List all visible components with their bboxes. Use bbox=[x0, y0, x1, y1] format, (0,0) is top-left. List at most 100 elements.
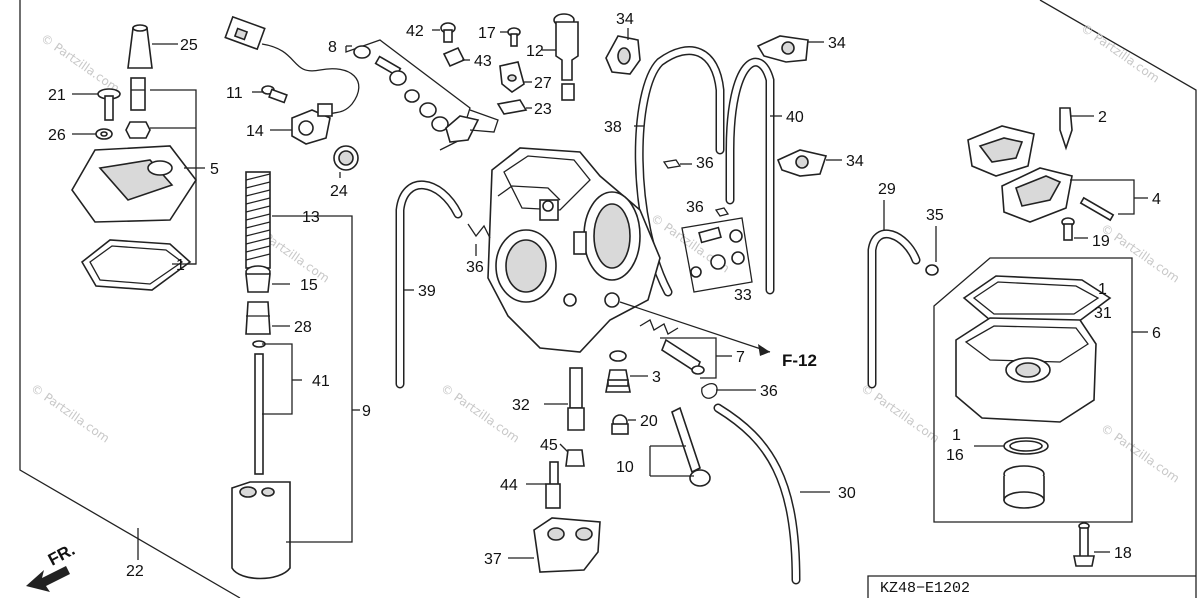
bracket-4 bbox=[1070, 179, 1148, 215]
part-sensor-wire bbox=[261, 43, 360, 121]
fr-label: FR. bbox=[45, 540, 78, 570]
part-clip-34-top-right bbox=[756, 35, 809, 63]
part-valve-3 bbox=[605, 369, 631, 393]
callout-16: 16 bbox=[946, 447, 964, 464]
part-top-cover-5 bbox=[71, 145, 197, 223]
part-screw-18 bbox=[1073, 522, 1110, 567]
watermark: © Partzilla.com bbox=[438, 381, 522, 446]
callout-33: 33 bbox=[734, 287, 752, 304]
part-sensor-14 bbox=[291, 103, 333, 145]
callout-22: 22 bbox=[126, 563, 144, 580]
leader-lines-34 bbox=[627, 28, 842, 161]
part-plug bbox=[1003, 465, 1045, 509]
callout-4: 4 bbox=[1152, 191, 1161, 208]
part-float-37 bbox=[508, 517, 601, 573]
diagram-frame bbox=[19, 0, 1197, 598]
diagram-code: KZ48−E1202 bbox=[880, 580, 970, 597]
callout-labels: 25 21 26 5 1 11 14 24 8 42 43 17 12 27 2… bbox=[48, 11, 1161, 580]
callout-19: 19 bbox=[1092, 233, 1110, 250]
callout-36: 36 bbox=[696, 155, 714, 172]
part-clip-36-lower bbox=[701, 383, 756, 399]
callout-32: 32 bbox=[512, 397, 530, 414]
part-valve-2 bbox=[1059, 107, 1094, 151]
part-carburetor-body bbox=[487, 147, 661, 353]
callout-45: 45 bbox=[540, 437, 558, 454]
bracket-10 bbox=[649, 445, 694, 477]
ref-label-f12: F-12 bbox=[782, 351, 817, 370]
part-jet-32 bbox=[544, 367, 585, 431]
watermark: © Partzilla.com bbox=[1098, 221, 1182, 286]
part-connector bbox=[224, 15, 266, 51]
bracket-6-box bbox=[933, 257, 1148, 523]
callout-34: 34 bbox=[828, 35, 846, 52]
part-gasket-1 bbox=[80, 239, 192, 291]
part-screw-17 bbox=[507, 27, 521, 47]
part-screw-42 bbox=[440, 22, 456, 43]
callout-38: 38 bbox=[604, 119, 622, 136]
callout-39: 39 bbox=[418, 283, 436, 300]
callout-18: 18 bbox=[1114, 545, 1132, 562]
part-float-4-bottom bbox=[1001, 167, 1073, 223]
part-spring-7 bbox=[639, 319, 705, 375]
callout-12: 12 bbox=[526, 43, 544, 60]
part-jet-36-right bbox=[662, 159, 730, 217]
part-linkage-kit-8 bbox=[353, 45, 499, 143]
part-clip-35 bbox=[925, 226, 939, 276]
part-screw-20 bbox=[611, 414, 636, 435]
part-holder-28 bbox=[245, 301, 271, 335]
part-cap-25 bbox=[127, 24, 153, 69]
part-hose-39 bbox=[395, 180, 463, 389]
part-bracket-27 bbox=[499, 61, 525, 93]
callout-29: 29 bbox=[878, 181, 896, 198]
bracket-41 bbox=[262, 343, 302, 415]
watermark: © Partzilla.com bbox=[28, 381, 112, 446]
part-jet-45 bbox=[559, 443, 585, 467]
part-jet-44 bbox=[526, 461, 561, 509]
part-screw-11 bbox=[261, 85, 288, 104]
part-clip-34-top-left bbox=[605, 35, 641, 75]
part-clip-34-mid-right bbox=[776, 149, 828, 177]
part-hose-40 bbox=[725, 57, 782, 295]
callout-1: 1 bbox=[176, 257, 185, 274]
bracket-9 bbox=[272, 215, 360, 543]
watermark: © Partzilla.com bbox=[1078, 21, 1162, 86]
part-screw-21 bbox=[97, 88, 121, 121]
callout-7: 7 bbox=[736, 349, 745, 366]
callout-42: 42 bbox=[406, 23, 424, 40]
callout-2: 2 bbox=[1098, 109, 1107, 126]
part-slide bbox=[231, 481, 291, 580]
callout-34: 34 bbox=[616, 11, 634, 28]
part-needle-10 bbox=[671, 406, 711, 487]
callout-27: 27 bbox=[534, 75, 552, 92]
callout-14: 14 bbox=[246, 123, 264, 140]
callout-41: 41 bbox=[312, 373, 330, 390]
callout-40: 40 bbox=[786, 109, 804, 126]
callout-6: 6 bbox=[1152, 325, 1161, 342]
watermark: © Partzilla.com bbox=[1098, 421, 1182, 486]
callout-26: 26 bbox=[48, 127, 66, 144]
callout-11: 11 bbox=[226, 85, 243, 102]
callout-36: 36 bbox=[686, 199, 704, 216]
part-screw-kit-33 bbox=[690, 226, 745, 278]
part-washer-26 bbox=[95, 128, 113, 140]
callout-36: 36 bbox=[760, 383, 778, 400]
part-clip-43 bbox=[442, 46, 466, 68]
callout-36: 36 bbox=[466, 259, 484, 276]
part-hose-30 bbox=[713, 403, 830, 585]
callout-34: 34 bbox=[846, 153, 864, 170]
callout-1: 1 bbox=[952, 427, 961, 444]
callout-31: 31 bbox=[1094, 305, 1112, 322]
part-jet-36 bbox=[467, 223, 491, 256]
callout-21: 21 bbox=[48, 87, 66, 104]
callout-13: 13 bbox=[302, 209, 320, 226]
bracket-1-5 bbox=[150, 89, 205, 265]
leader-lines-sensor bbox=[252, 91, 341, 178]
part-holder-15 bbox=[245, 265, 271, 293]
part-screw-19 bbox=[1061, 217, 1088, 241]
bracket-7 bbox=[660, 337, 732, 379]
part-oring-16 bbox=[974, 437, 1049, 455]
callout-23: 23 bbox=[534, 101, 552, 118]
callout-10: 10 bbox=[616, 459, 634, 476]
bracket-33 bbox=[681, 217, 753, 293]
